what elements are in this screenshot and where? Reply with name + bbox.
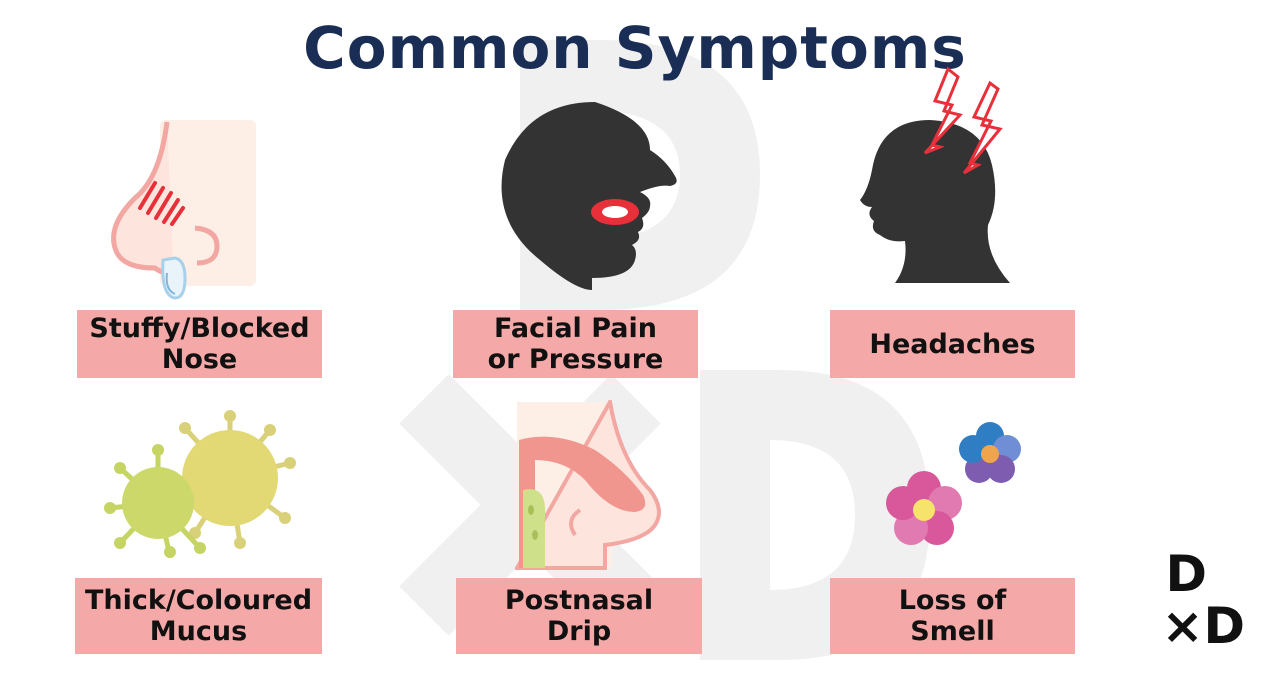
throat-cross-section-icon	[515, 400, 661, 570]
label-line-2: or Pressure	[487, 344, 664, 375]
germ-icon	[104, 410, 296, 558]
label-line-1: Thick/Coloured	[84, 585, 313, 616]
label-line-1: Postnasal	[504, 585, 654, 616]
label-line-1: Stuffy/Blocked	[89, 313, 310, 344]
label-line-1: Facial Pain	[494, 313, 657, 344]
flowers-icon	[886, 422, 1021, 545]
symptom-label-headaches: Headaches	[830, 310, 1075, 378]
label-line-1: Headaches	[869, 328, 1036, 360]
head-lightning-icon	[860, 66, 1010, 283]
label-line-1: Loss of	[898, 585, 1007, 616]
label-line-2: Smell	[910, 616, 995, 647]
label-line-2: Drip	[546, 616, 612, 647]
nose-icon	[111, 120, 256, 300]
face-profile-icon	[501, 102, 677, 290]
logo-bottom: ×D	[1161, 597, 1245, 655]
dxd-logo: D ×D	[1135, 548, 1245, 652]
logo-top: D	[1165, 545, 1207, 603]
label-line-2: Mucus	[149, 616, 248, 647]
page-title: Common Symptoms	[303, 14, 967, 82]
label-line-2: Nose	[161, 344, 238, 375]
